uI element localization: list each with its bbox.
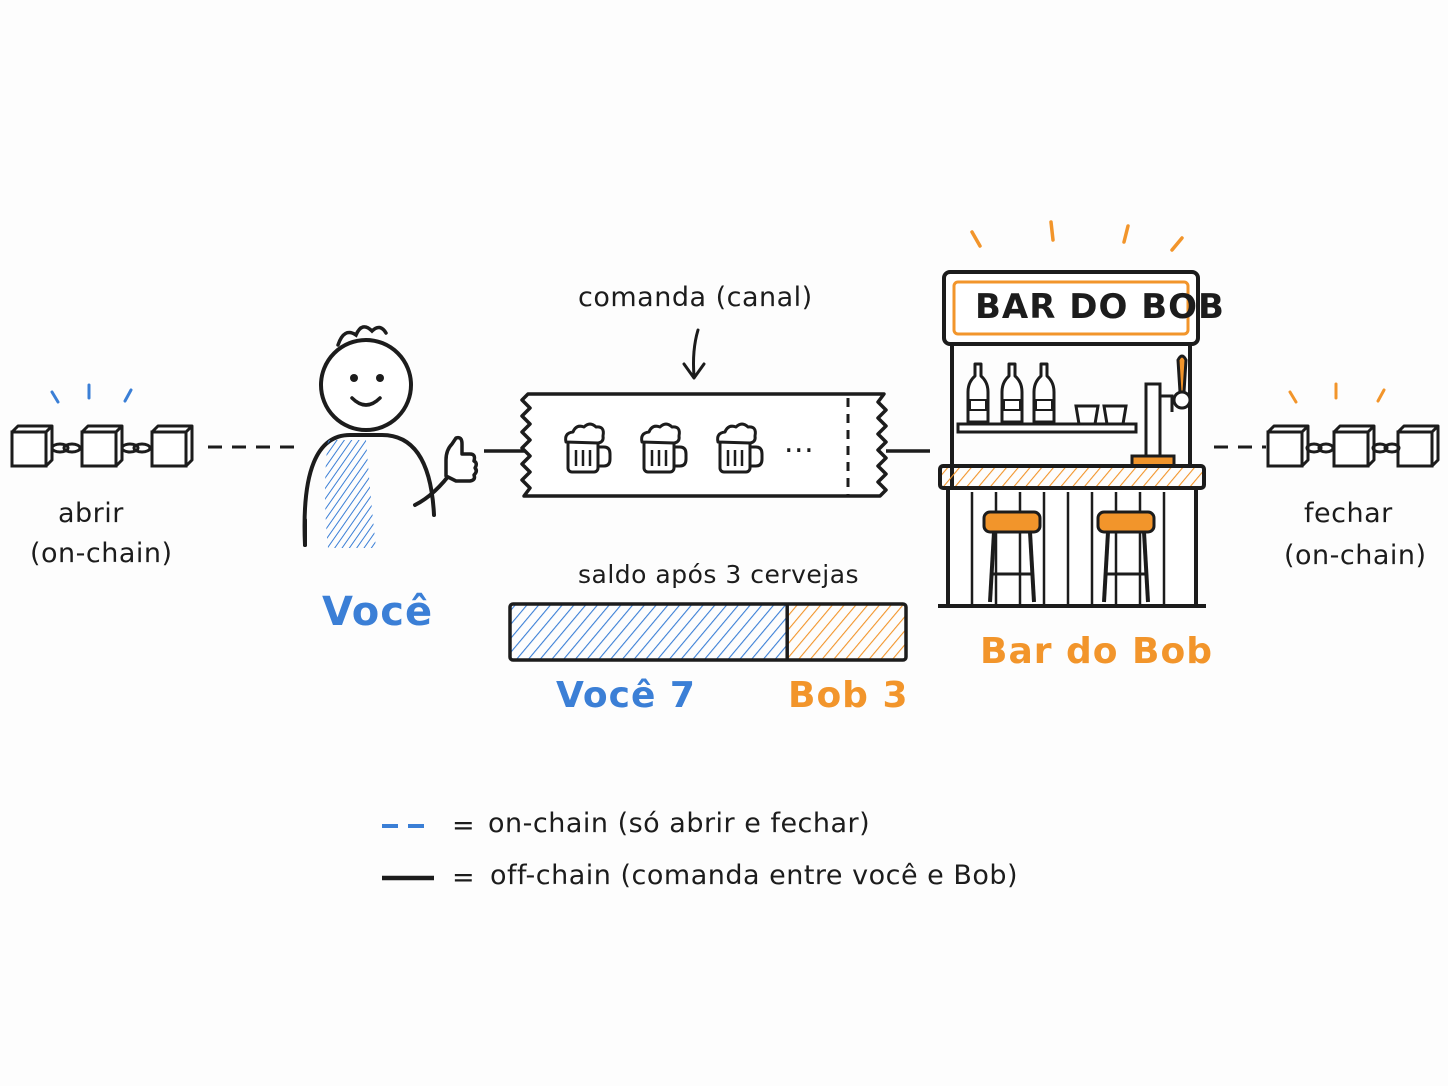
smiley-face-icon: [319, 325, 413, 432]
close-label-line1: fechar: [1304, 498, 1393, 529]
bottle-icon: [1000, 362, 1024, 424]
legend-dashed-text: on-chain (só abrir e fechar): [488, 808, 871, 839]
balance-caption: saldo após 3 cervejas: [578, 560, 860, 589]
balance-frame: [508, 602, 908, 662]
beer-mug-icon: [640, 422, 688, 474]
glass-icon: [1074, 404, 1128, 426]
caption-arrow: [682, 328, 706, 380]
thumbs-up-icon: [444, 435, 479, 483]
person-figure: [302, 433, 455, 548]
open-label-line1: abrir: [58, 498, 124, 529]
open-label-line2: (on-chain): [30, 538, 173, 569]
close-label-line2: (on-chain): [1284, 540, 1427, 571]
person-name: Você: [322, 589, 434, 635]
balance-you-label: Você 7: [556, 675, 696, 716]
beer-mug-icon: [716, 422, 764, 474]
legend-solid-equals: =: [452, 862, 476, 893]
bar-name: Bar do Bob: [980, 631, 1213, 672]
bar-building: [938, 220, 1206, 608]
beer-mug-icon: [564, 422, 612, 474]
balance-you-segment: [510, 604, 788, 660]
bottle-icon: [1032, 362, 1056, 424]
bottle-icon: [966, 362, 990, 424]
legend-solid-text: off-chain (comanda entre você e Bob): [490, 860, 1019, 891]
tab-ticket: [520, 392, 888, 498]
tab-ellipsis: ...: [784, 425, 815, 460]
block-chain-icon: [10, 383, 194, 468]
tab-caption: comanda (canal): [578, 282, 813, 313]
block-chain-icon: [1266, 382, 1440, 468]
balance-bob-label: Bob 3: [788, 675, 909, 716]
legend-dashed-equals: =: [452, 810, 476, 841]
bar-sign-text: BAR DO BOB: [975, 287, 1225, 327]
balance-bob-segment: [787, 604, 906, 660]
beer-tap-icon: [1130, 354, 1192, 468]
balance-bar: [508, 602, 908, 662]
